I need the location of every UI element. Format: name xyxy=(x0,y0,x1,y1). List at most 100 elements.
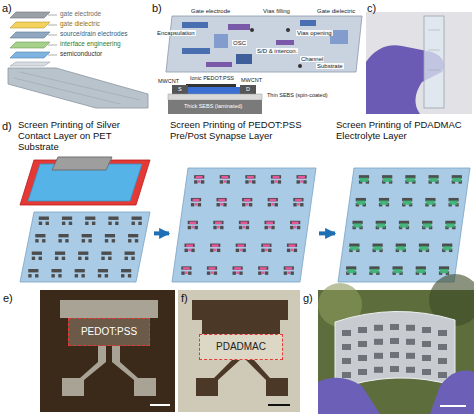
cross-section xyxy=(168,84,262,114)
printed-device xyxy=(293,203,296,206)
printed-device xyxy=(85,257,88,260)
printed-device xyxy=(258,266,268,269)
printed-device xyxy=(242,203,245,206)
printed-device xyxy=(244,199,251,202)
layer-stack xyxy=(8,68,148,108)
photo-strip xyxy=(424,16,444,108)
printed-device xyxy=(35,234,45,237)
printed-device xyxy=(62,222,65,225)
printed-device xyxy=(237,244,244,247)
sheet-devices xyxy=(438,344,447,350)
printed-device xyxy=(233,266,243,269)
printed-device xyxy=(284,266,294,269)
printed-device xyxy=(285,267,292,270)
printed-device xyxy=(289,244,296,247)
printed-device xyxy=(185,271,188,274)
region-label: PDADMAC xyxy=(216,341,266,353)
device-substrate xyxy=(236,54,252,64)
process-step: Screen Printing of PEDOT:PSS Pre/Post Sy… xyxy=(170,120,318,282)
printed-device xyxy=(297,226,300,229)
printed-device xyxy=(420,246,429,250)
pet-substrate xyxy=(172,168,316,282)
printed-device xyxy=(39,257,42,260)
printed-device xyxy=(220,226,223,229)
sheet-devices xyxy=(438,330,447,336)
printed-device xyxy=(227,180,230,183)
photo-device-f xyxy=(178,290,300,412)
panel-letter: b) xyxy=(152,2,162,14)
panel-letter: f) xyxy=(181,292,188,304)
printed-device xyxy=(269,199,276,202)
sheet-devices xyxy=(406,353,415,359)
terminal-name: D xyxy=(246,87,250,93)
sheet-devices xyxy=(438,358,447,364)
printed-device xyxy=(217,226,220,229)
printed-device xyxy=(223,203,226,206)
printed-device xyxy=(39,217,49,220)
printed-device xyxy=(297,180,300,183)
printed-device xyxy=(51,269,61,272)
printed-device xyxy=(195,226,198,229)
printed-device xyxy=(128,234,138,237)
printed-device xyxy=(287,244,297,247)
part-name: Vias opening xyxy=(296,30,333,36)
printed-device xyxy=(58,234,68,237)
sheet-devices xyxy=(390,366,399,372)
printed-device xyxy=(58,239,61,242)
photo-device-e xyxy=(40,290,175,412)
layer-stack xyxy=(10,32,50,38)
printed-device xyxy=(246,203,249,206)
panel-letter: g) xyxy=(303,292,313,304)
photo-device-e xyxy=(62,362,106,396)
printed-device xyxy=(185,244,195,247)
photo-strip xyxy=(428,70,440,71)
material-name: Ionic PEDOT:PSS xyxy=(190,76,234,82)
printed-device xyxy=(209,267,216,270)
printed-device xyxy=(108,257,111,260)
layer-stack xyxy=(10,52,50,58)
printed-device xyxy=(214,271,217,274)
printed-device xyxy=(370,269,379,273)
printed-device xyxy=(220,180,223,183)
printed-device xyxy=(62,257,65,260)
printed-device xyxy=(28,217,142,278)
photo-flexible-sheet xyxy=(430,371,474,414)
photo-device-f xyxy=(192,300,288,334)
printed-device xyxy=(105,239,108,242)
printed-device xyxy=(272,203,275,206)
printed-device xyxy=(131,257,134,260)
printed-device xyxy=(194,175,204,178)
printed-device xyxy=(51,274,54,277)
leader-line xyxy=(48,45,57,46)
layer-region: PEDOT:PSS xyxy=(68,318,150,346)
printed-device xyxy=(78,252,88,255)
sheet-devices xyxy=(358,369,367,375)
printed-device xyxy=(201,180,204,183)
printed-device xyxy=(297,203,300,206)
printed-device xyxy=(214,249,217,252)
sheet-devices xyxy=(406,367,415,373)
printed-device xyxy=(221,176,228,179)
printed-device xyxy=(271,180,274,183)
sheet-devices xyxy=(358,341,367,347)
leader-line xyxy=(48,15,57,55)
layer-stack xyxy=(20,72,140,100)
printed-device xyxy=(295,199,302,202)
printed-device xyxy=(380,201,389,205)
printed-device xyxy=(220,175,230,178)
device-substrate xyxy=(250,28,254,32)
printed-device xyxy=(294,226,297,229)
printed-device xyxy=(82,234,92,237)
printed-device xyxy=(55,257,58,260)
part-name: Channel xyxy=(300,56,324,62)
printed-device xyxy=(213,226,216,229)
photo-strip xyxy=(428,30,440,31)
printed-device xyxy=(300,180,303,183)
photo-flexible-sheet xyxy=(318,378,380,414)
device-substrate xyxy=(286,28,290,32)
printed-device xyxy=(261,249,264,252)
photo-device-e xyxy=(40,290,175,412)
sheet-devices xyxy=(422,341,431,347)
sheet-devices xyxy=(374,353,383,359)
panel-letter: e) xyxy=(3,292,13,304)
